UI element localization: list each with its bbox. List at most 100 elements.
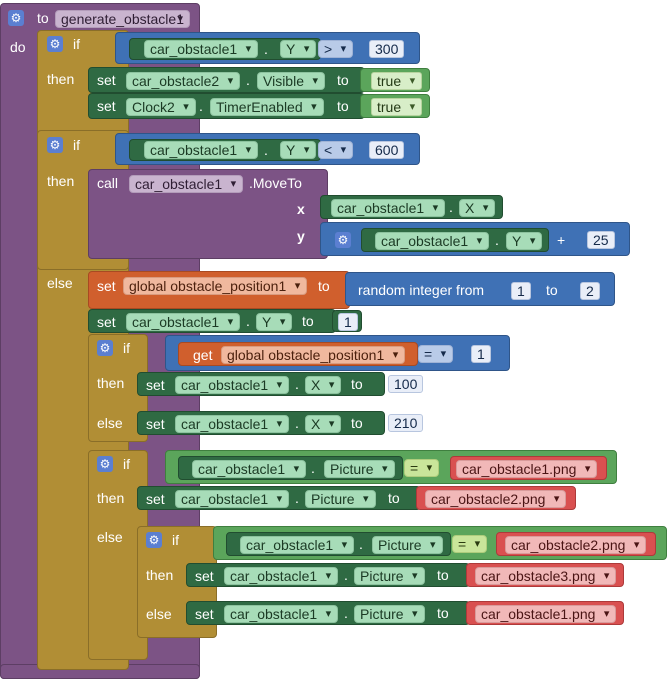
text-block[interactable]: car_obstacle3.png (466, 563, 624, 587)
component-dropdown[interactable]: car_obstacle1 (224, 567, 339, 585)
set-property-block[interactable]: set car_obstacle1 . Picture to (186, 601, 470, 625)
text-dropdown[interactable]: car_obstacle2.png (505, 536, 647, 554)
component-dropdown[interactable]: car_obstacle1 (375, 232, 490, 250)
property-dropdown[interactable]: Picture (305, 490, 376, 508)
dot-label: . (449, 199, 453, 215)
number-input[interactable]: 25 (587, 231, 615, 249)
set-variable-block[interactable]: set global obstacle_position1 to (88, 271, 350, 309)
compare-block[interactable]: car_obstacle1 . Y < 600 (115, 133, 420, 165)
gear-icon[interactable]: ⚙ (47, 137, 63, 153)
number-input[interactable]: 1 (338, 313, 358, 331)
component-dropdown[interactable]: car_obstacle2 (126, 72, 241, 90)
to-label: to (546, 282, 558, 298)
component-getter[interactable]: car_obstacle1 . Picture (178, 456, 403, 480)
text-dropdown[interactable]: car_obstacle2.png (425, 490, 567, 508)
text-block[interactable]: car_obstacle2.png (496, 532, 656, 556)
compare-block[interactable]: get global obstacle_position1 = 1 (165, 335, 510, 371)
gear-icon[interactable]: ⚙ (146, 532, 162, 548)
compare-block[interactable]: car_obstacle1 . Picture = car_obstacle1.… (165, 450, 617, 484)
set-property-block[interactable]: set car_obstacle1 . Picture to (137, 486, 421, 510)
compare-block[interactable]: car_obstacle1 . Picture = car_obstacle2.… (213, 526, 667, 560)
component-dropdown[interactable]: car_obstacle1 (144, 141, 259, 159)
number-input[interactable]: 2 (580, 282, 600, 300)
property-dropdown[interactable]: Y (506, 232, 543, 250)
property-dropdown[interactable]: Picture (324, 460, 395, 478)
gear-icon[interactable]: ⚙ (97, 340, 113, 356)
variable-dropdown[interactable]: global obstacle_position1 (123, 277, 308, 295)
to-label: to (437, 605, 449, 621)
set-property-block[interactable]: set car_obstacle1 . X to (137, 411, 385, 435)
operator-dropdown[interactable]: > (318, 40, 354, 58)
operator-dropdown[interactable]: = (418, 345, 454, 363)
text-dropdown[interactable]: car_obstacle1.png (456, 460, 598, 478)
property-dropdown[interactable]: X (305, 376, 342, 394)
set-property-block[interactable]: set car_obstacle1 . Picture to (186, 563, 470, 587)
property-dropdown[interactable]: Y (256, 313, 293, 331)
boolean-block[interactable]: true (360, 68, 430, 92)
component-dropdown[interactable]: car_obstacle1 (192, 460, 307, 478)
number-input[interactable]: 1 (511, 282, 531, 300)
number-input[interactable]: 300 (369, 40, 405, 58)
to-label: to (318, 278, 330, 294)
compare-block[interactable]: car_obstacle1 . Y > 300 (115, 32, 420, 64)
set-property-block[interactable]: set car_obstacle1 . X to (137, 372, 385, 396)
component-getter[interactable]: car_obstacle1 . Y (129, 38, 321, 60)
component-getter[interactable]: car_obstacle1 . X (320, 195, 503, 219)
get-variable-block[interactable]: get global obstacle_position1 (178, 342, 418, 366)
property-dropdown[interactable]: TimerEnabled (210, 98, 324, 116)
component-dropdown[interactable]: car_obstacle1 (224, 605, 339, 623)
component-dropdown[interactable]: car_obstacle1 (240, 536, 355, 554)
operator-dropdown[interactable]: = (404, 459, 440, 477)
if-label: if (123, 456, 130, 472)
component-dropdown[interactable]: car_obstacle1 (126, 313, 241, 331)
text-block[interactable]: car_obstacle1.png (466, 601, 624, 625)
component-dropdown[interactable]: Clock2 (126, 98, 196, 116)
operator-dropdown[interactable]: = (452, 535, 488, 553)
gear-icon[interactable]: ⚙ (47, 36, 63, 52)
component-dropdown[interactable]: car_obstacle1 (175, 376, 290, 394)
to-label: to (351, 376, 363, 392)
boolean-dropdown[interactable]: true (371, 72, 423, 90)
property-dropdown[interactable]: Picture (372, 536, 443, 554)
call-method-block[interactable]: call car_obstacle1 .MoveTo x y (88, 169, 328, 259)
variable-dropdown[interactable]: global obstacle_position1 (221, 346, 406, 364)
gear-icon[interactable]: ⚙ (8, 10, 24, 26)
text-dropdown[interactable]: car_obstacle3.png (475, 567, 617, 585)
property-dropdown[interactable]: X (305, 415, 342, 433)
text-dropdown[interactable]: car_obstacle1.png (475, 605, 617, 623)
text-block[interactable]: car_obstacle1.png (450, 456, 607, 480)
property-dropdown[interactable]: Y (280, 40, 317, 58)
component-getter[interactable]: car_obstacle1 . Y (361, 228, 549, 252)
set-property-block[interactable]: set car_obstacle2 . Visible to (88, 67, 365, 93)
component-dropdown[interactable]: car_obstacle1 (129, 175, 244, 193)
boolean-block[interactable]: true (360, 94, 430, 118)
number-input[interactable]: 1 (471, 345, 491, 363)
boolean-dropdown[interactable]: true (371, 98, 423, 116)
number-input[interactable]: 210 (388, 414, 424, 432)
gear-icon[interactable]: ⚙ (335, 232, 351, 248)
property-dropdown[interactable]: X (459, 199, 496, 217)
set-label: set (97, 98, 116, 114)
component-dropdown[interactable]: car_obstacle1 (175, 490, 290, 508)
do-label: do (10, 39, 26, 55)
property-dropdown[interactable]: Picture (354, 605, 425, 623)
operator-dropdown[interactable]: < (318, 141, 354, 159)
property-dropdown[interactable]: Picture (354, 567, 425, 585)
component-dropdown[interactable]: car_obstacle1 (175, 415, 290, 433)
property-dropdown[interactable]: Y (280, 141, 317, 159)
component-dropdown[interactable]: car_obstacle1 (144, 40, 259, 58)
addition-block[interactable]: ⚙ car_obstacle1 . Y + 25 (320, 222, 630, 256)
gear-icon[interactable]: ⚙ (97, 456, 113, 472)
component-getter[interactable]: car_obstacle1 . Picture (226, 532, 451, 556)
number-input[interactable]: 100 (388, 375, 424, 393)
procedure-name[interactable]: generate_obstacle1 (55, 10, 190, 28)
component-dropdown[interactable]: car_obstacle1 (331, 199, 446, 217)
component-getter[interactable]: car_obstacle1 . Y (129, 139, 321, 161)
random-integer-block[interactable]: random integer from 1 to 2 (345, 272, 615, 306)
set-property-block[interactable]: set car_obstacle1 . Y to (88, 309, 336, 333)
property-dropdown[interactable]: Visible (257, 72, 325, 90)
number-input[interactable]: 600 (369, 141, 405, 159)
dot-label: . (344, 605, 348, 621)
set-property-block[interactable]: set Clock2 . TimerEnabled to (88, 93, 365, 119)
text-block[interactable]: car_obstacle2.png (416, 486, 576, 510)
